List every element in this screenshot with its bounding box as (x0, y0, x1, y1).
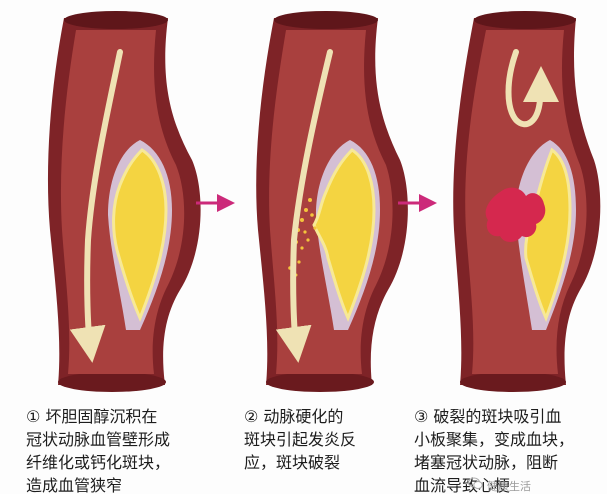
caption-stage-2: ② 动脉硬化的 斑块引起发炎反 应，斑块破裂 (244, 405, 379, 493)
blood-clot (485, 187, 546, 242)
caption-stage-1: ① 坏胆固醇沉积在 冠状动脉血管壁形成 纤维化或钙化斑块， 造成血管狭窄 (26, 405, 211, 493)
plaque (112, 148, 168, 322)
caption-line: 小板聚集，变成血块， (414, 430, 575, 449)
caption-line: 冠状动脉血管壁形成 (26, 430, 171, 449)
caption-line: ③ 破裂的斑块吸引血 (414, 407, 562, 426)
vessel-opening-bottom (266, 372, 374, 392)
wechat-icon (468, 477, 483, 489)
caption-stage-3: ③ 破裂的斑块吸引血 小板聚集，变成血块， 堵塞冠状动脉，阻断 血流导致心梗 (414, 405, 602, 493)
caption-line: 纤维化或钙化斑块， (26, 453, 171, 472)
vessel-opening-top (64, 11, 168, 29)
atherosclerosis-illustration (47, 11, 601, 392)
caption-line: 造成血管狭窄 (26, 476, 123, 493)
caption-line: ① 坏胆固醇沉积在 (26, 407, 158, 426)
caption-line: 堵塞冠状动脉，阻断 (414, 453, 559, 472)
vessel-opening-bottom (58, 372, 166, 392)
vessel-opening-bottom (460, 372, 566, 392)
caption-line: 血流导致心梗 (414, 476, 511, 493)
vessel-stage-2 (256, 11, 408, 392)
caption-line: 斑块引起发炎反 (244, 430, 357, 449)
vessel-stage-1 (47, 11, 201, 392)
vessel-opening-top (274, 11, 378, 29)
blood-flow-arrow (69, 49, 123, 363)
caption-line: ② 动脉硬化的 (244, 407, 344, 426)
vessel-stage-3 (453, 11, 601, 392)
blocked-flow-arrow (505, 49, 559, 128)
watermark-text: 健康生活 (487, 480, 531, 493)
plaque-rupturing (312, 148, 376, 322)
blood-flow-arrow (275, 49, 333, 363)
caption-line: 应，斑块破裂 (244, 453, 341, 472)
vessel-opening-top (474, 11, 576, 29)
